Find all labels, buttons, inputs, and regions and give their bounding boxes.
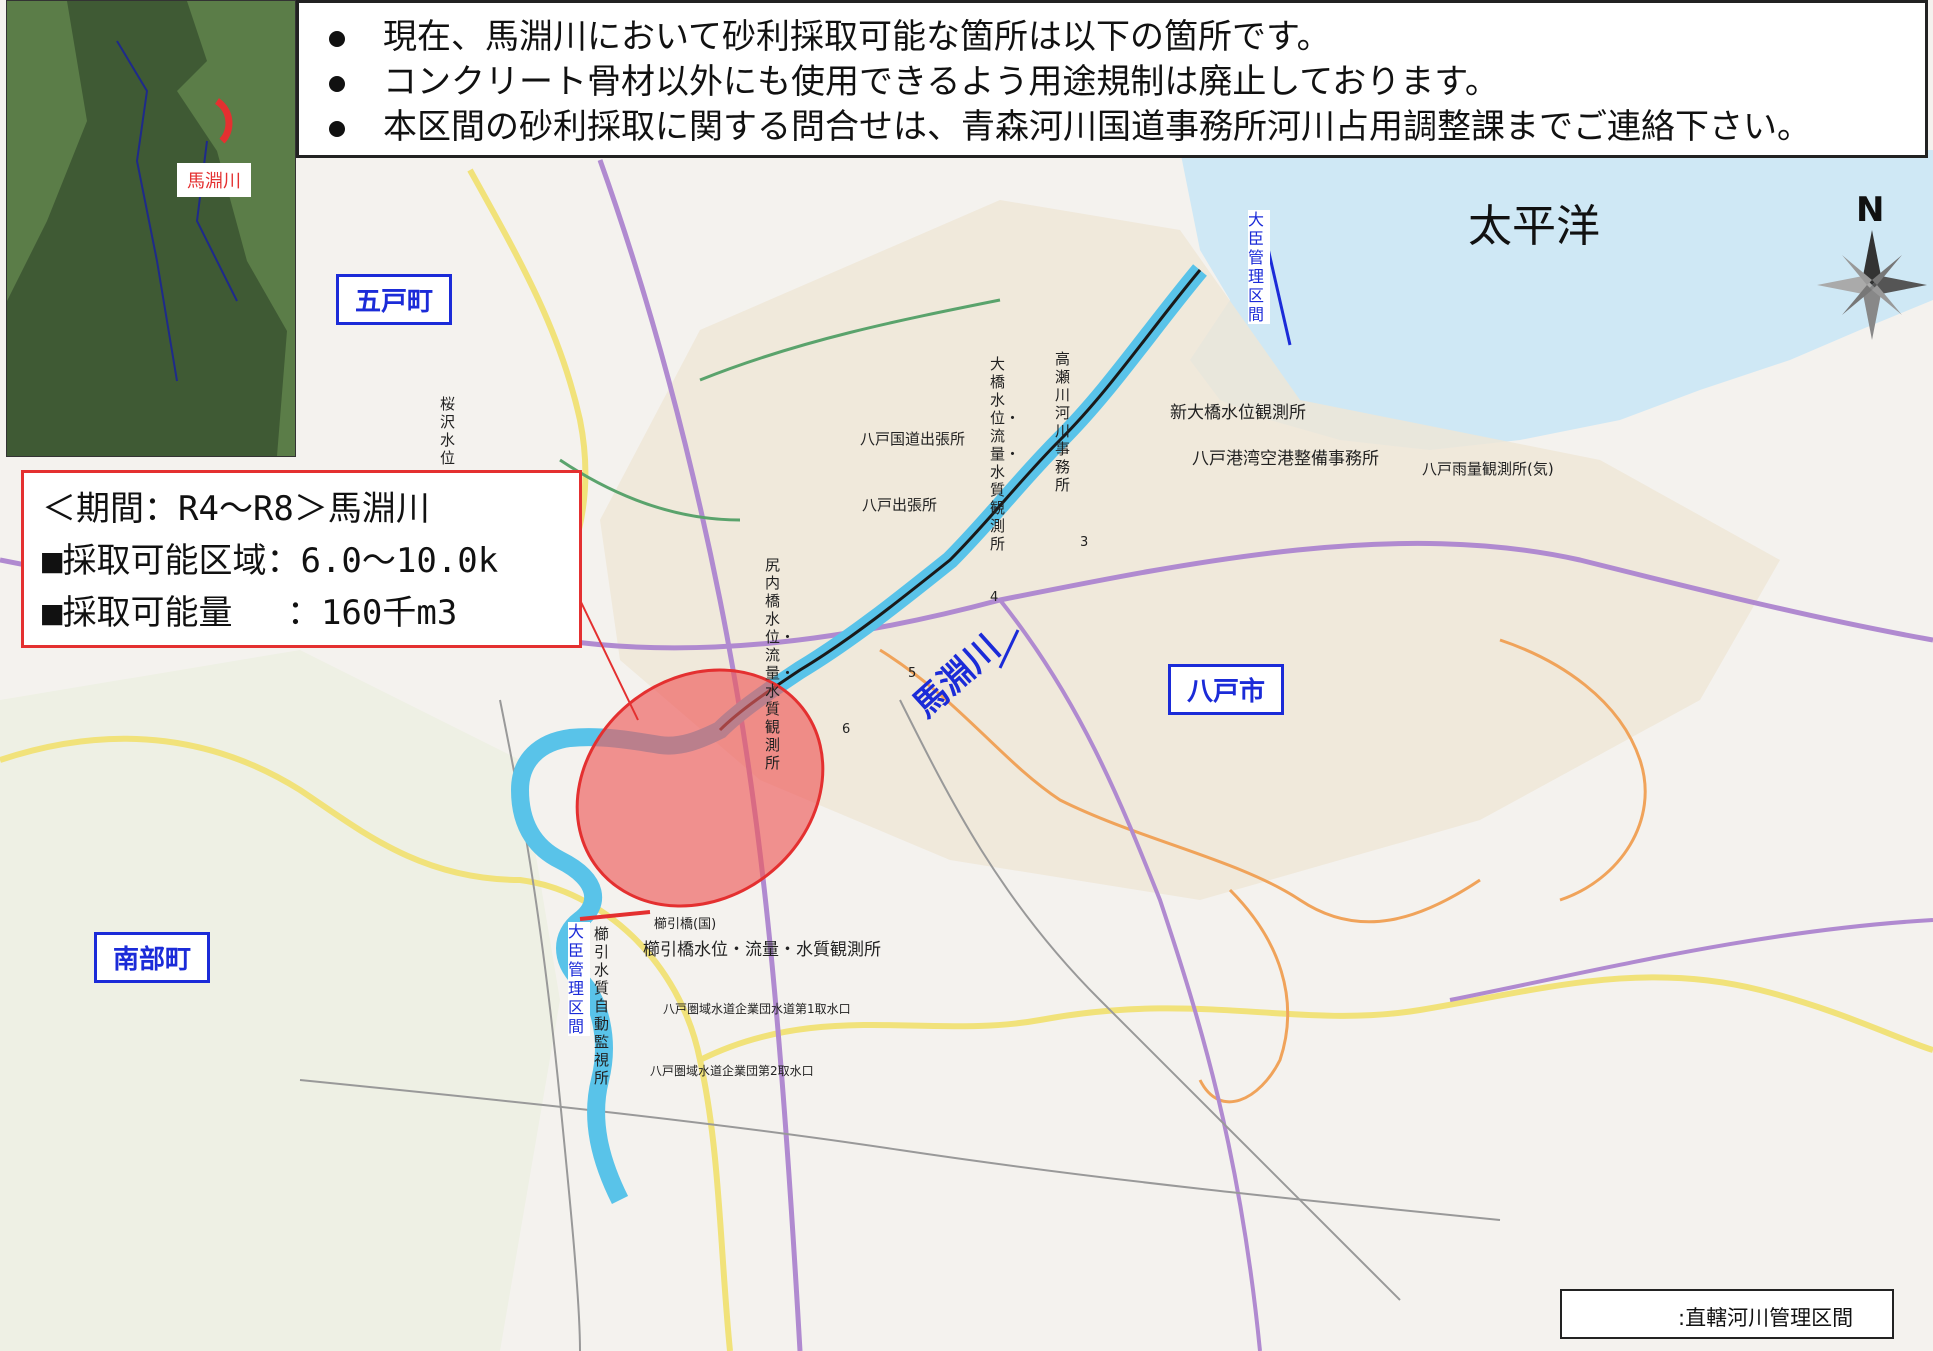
town-nanbu: 南部町	[94, 932, 211, 983]
notice-line-1: 現在、馬淵川において砂利採取可能な箇所は以下の箇所です。	[329, 15, 1895, 60]
notice-line-3: 本区間の砂利採取に関する問合せは、青森河川国道事務所河川占用調整課までご連絡下さ…	[329, 105, 1895, 150]
inset-map: 馬淵川	[6, 0, 296, 457]
notice-box: 現在、馬淵川において砂利採取可能な箇所は以下の箇所です。 コンクリート骨材以外に…	[296, 0, 1928, 158]
distance-mark: 4	[990, 590, 999, 605]
period-text: ＜期間：R4～R8＞馬淵川	[42, 489, 430, 529]
bullet-icon	[329, 120, 345, 137]
boundary-line	[0, 735, 733, 1351]
label-shin-ohashi: 新大橋水位観測所	[1170, 403, 1306, 423]
road	[597, 159, 803, 1351]
road	[998, 598, 1262, 1351]
distance-mark: 3	[1080, 535, 1089, 550]
compass-rose	[1817, 230, 1927, 340]
district-outline	[1198, 888, 1290, 1104]
bullet-icon	[329, 30, 345, 47]
road	[1449, 918, 1933, 1002]
label-sakurasawa: 桜沢水位	[440, 395, 456, 467]
gravel-extraction-zone	[575, 668, 825, 908]
pointer-line	[579, 599, 639, 721]
urban-area	[600, 200, 1780, 900]
district-outline	[1499, 638, 1647, 902]
kanri-marker-lower	[579, 910, 651, 921]
district-outline	[879, 648, 1481, 924]
label-rain-gauge: 八戸雨量観測所(気)	[1422, 460, 1554, 478]
label-kushibiki-monitor: 櫛引水質自動監視所	[594, 925, 610, 1087]
boundary-line	[698, 974, 1933, 1063]
kanri-lower-label: 大臣管理区間	[568, 922, 590, 1036]
notice-line-2: コンクリート骨材以外にも使用できるよう用途規制は廃止しております。	[329, 60, 1895, 105]
label-ohashi-station: 大橋水位・流量・水質観測所	[990, 355, 1021, 553]
mabechi-river-channel	[718, 269, 1202, 732]
legend-label: :直轄河川管理区間	[1678, 1306, 1854, 1330]
inset-map-graphic	[7, 1, 295, 456]
area-text: ■採取可能区域：6.0～10.0k	[42, 541, 499, 581]
label-water-intake-1: 八戸圏域水道企業団水道第1取水口	[663, 1002, 851, 1016]
sea-area	[1180, 150, 1933, 450]
bullet-icon	[329, 75, 345, 92]
legend-box: :直轄河川管理区間	[1560, 1289, 1894, 1339]
distance-mark: 5	[908, 666, 917, 681]
label-kushibiki-station: 櫛引橋水位・流量・水質観測所	[643, 940, 881, 960]
minor-road	[899, 699, 1401, 1301]
label-kushibiki-bridge: 櫛引橋(国)	[654, 917, 717, 932]
minor-road	[299, 1079, 1501, 1221]
north-label: N	[1856, 190, 1885, 230]
kanri-upper-label: 大臣管理区間	[1248, 210, 1270, 324]
town-hachinohe: 八戸市	[1168, 664, 1285, 715]
label-water-intake-2: 八戸圏域水道企業団第2取水口	[650, 1064, 814, 1078]
extraction-info-box: ＜期間：R4～R8＞馬淵川 ■採取可能区域：6.0～10.0k ■採取可能量 ：…	[21, 470, 582, 648]
label-kokudo: 八戸国道出張所	[860, 430, 966, 448]
label-takase-office: 高瀬川河川事務所	[1055, 350, 1071, 494]
label-shucchou: 八戸出張所	[862, 496, 938, 514]
label-shiriuchi-station: 尻内橋水位・流量・水質観測所	[765, 556, 796, 772]
ocean-label: 太平洋	[1468, 201, 1600, 252]
flow-arrow	[998, 629, 1020, 669]
hills-left	[0, 650, 560, 1351]
amount-text: ■採取可能量 ：160千m3	[42, 593, 458, 633]
distance-mark: 6	[842, 722, 851, 737]
label-port-office: 八戸港湾空港整備事務所	[1192, 449, 1379, 469]
town-gonohe: 五戸町	[336, 274, 453, 325]
rail-line	[699, 298, 1001, 382]
inset-river-label: 馬淵川	[177, 163, 251, 197]
